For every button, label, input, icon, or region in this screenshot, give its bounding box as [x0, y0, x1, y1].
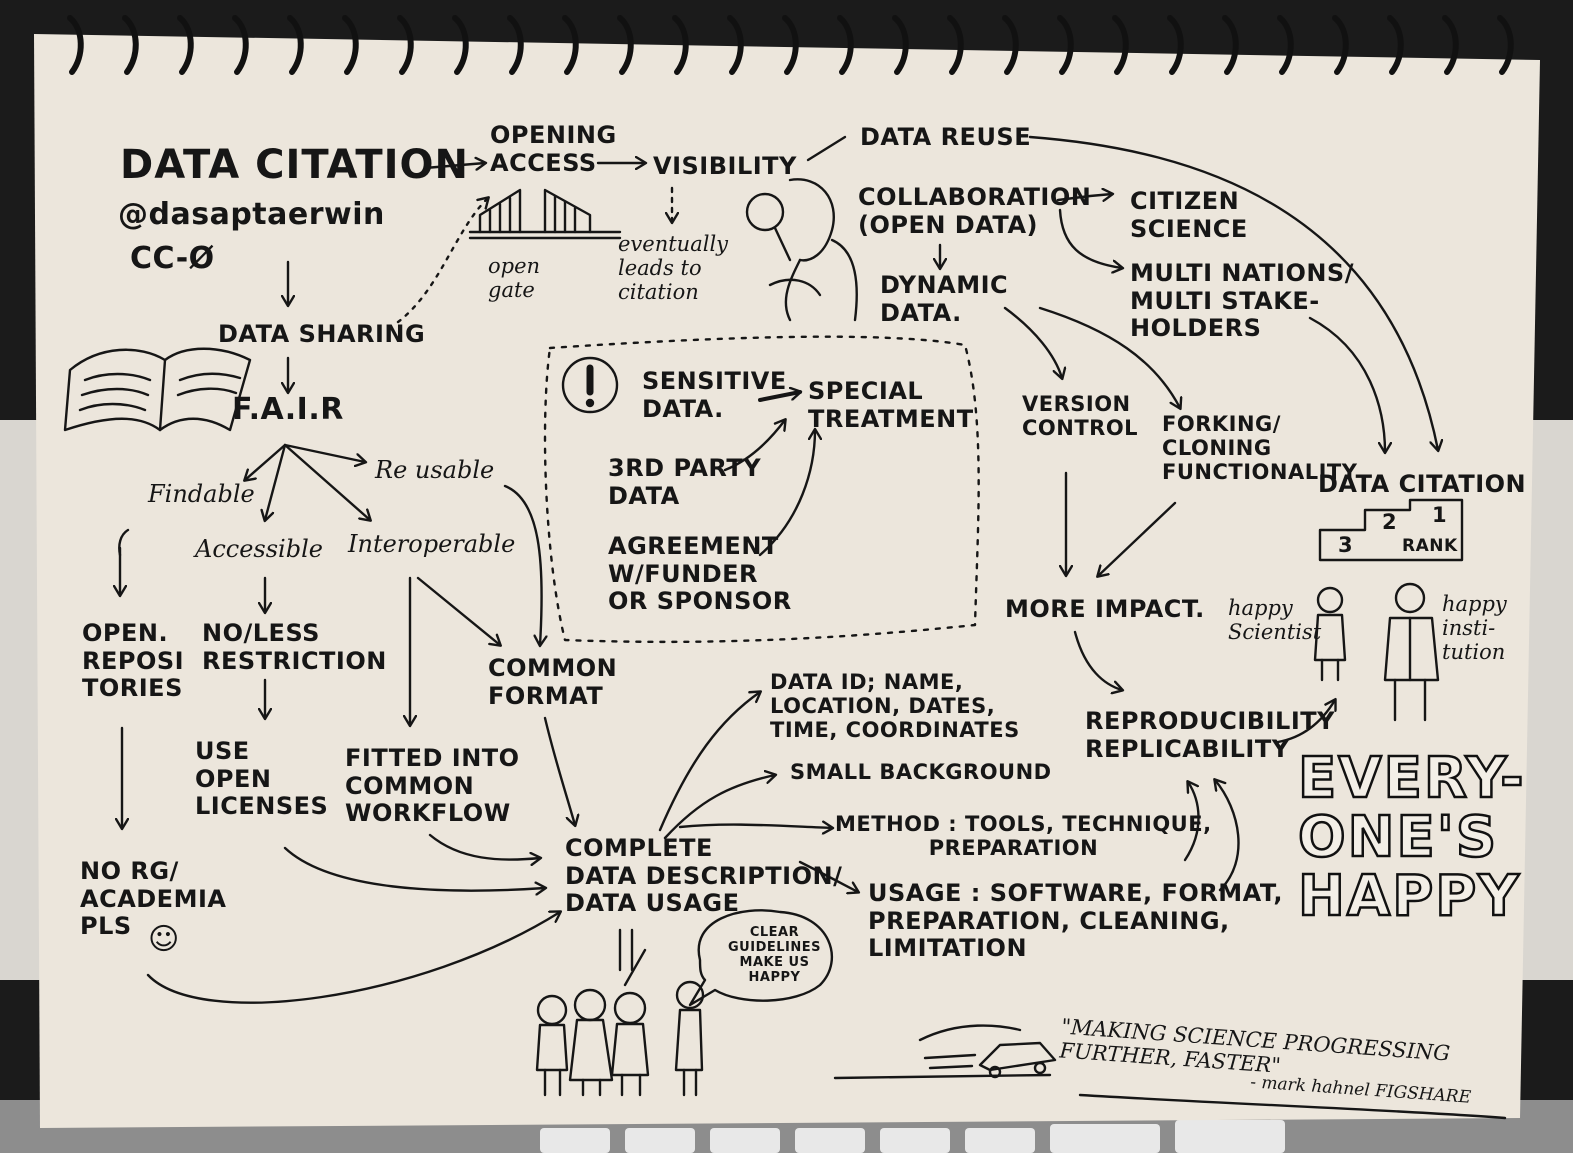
data-sharing-label: DATA SHARING [218, 320, 426, 348]
speech-bubble-text: CLEAR GUIDELINES MAKE US HAPPY [728, 925, 821, 985]
arrow-licenses-complete [283, 846, 545, 891]
data-citation-rank-label: DATA CITATION [1318, 470, 1527, 498]
common-format-label: COMMON FORMAT [488, 654, 618, 710]
arrow-complete-dataid [658, 692, 760, 832]
usage-label: USAGE : SOFTWARE, FORMAT, PREPARATION, C… [868, 879, 1283, 963]
multi-nations-label: MULTI NATIONS/ MULTI STAKE- HOLDERS [1130, 259, 1354, 343]
people-group-doodle [535, 980, 705, 1097]
complete-description-label: COMPLETE DATA DESCRIPTION/ DATA USAGE [565, 834, 843, 918]
speech-bubble [688, 909, 834, 1007]
arrow-agreement-special [758, 430, 815, 557]
arrow-fair-findable [245, 443, 287, 480]
collaboration-label: COLLABORATION (OPEN DATA) [858, 183, 1092, 239]
arrow-dynamic-version [1003, 306, 1062, 378]
rank-label: RANK [1402, 536, 1458, 556]
spiral-binding [67, 15, 1514, 75]
moving-car-doodle [833, 1024, 1057, 1080]
special-treatment-label: SPECIAL TREATMENT [808, 377, 974, 433]
citizen-science-label: CITIZEN SCIENCE [1130, 187, 1248, 243]
podium-1-label: 1 [1432, 503, 1448, 527]
agreement-label: AGREEMENT W/FUNDER OR SPONSOR [608, 532, 792, 616]
smile-icon: ☺ [148, 922, 180, 957]
data-id-label: DATA ID; NAME, LOCATION, DATES, TIME, CO… [770, 670, 1020, 743]
no-rg-academia-label: NO RG/ ACADEMIA PLS [80, 857, 227, 941]
open-repositories-label: OPEN. REPOSI TORIES [82, 619, 185, 703]
open-gate-label: open gate [488, 254, 541, 303]
dynamic-data-label: DYNAMIC DATA. [880, 271, 1009, 327]
forking-cloning-label: FORKING/ CLONING FUNCTIONALITY [1162, 412, 1358, 485]
no-less-restriction-label: NO/LESS RESTRICTION [202, 619, 387, 675]
arrow-fair-interop [283, 443, 370, 520]
arrow-title-to-access [423, 163, 485, 168]
arrow-norg-usage [146, 912, 560, 1004]
arrow-interop-format [416, 576, 500, 645]
arrow-repro-scientist [1276, 700, 1335, 744]
opening-access-label: OPENING ACCESS [490, 121, 617, 177]
more-impact-label: MORE IMPACT. [1005, 595, 1205, 623]
special-box-border [543, 335, 980, 644]
arrow-complete-usage [798, 860, 858, 892]
arrow-complete-background [663, 775, 775, 840]
scientist-magnifier-doodle [745, 178, 858, 322]
everyones-happy-label: EVERY- ONE'S HAPPY [1297, 746, 1526, 929]
author-handle: @dasaptaerwin [118, 197, 385, 232]
arrow-fair-accessible [265, 443, 287, 520]
title: DATA CITATION [120, 142, 470, 188]
small-background-label: SMALL BACKGROUND [790, 760, 1052, 784]
arrow-forking-impact [1098, 501, 1177, 576]
use-open-licenses-label: USE OPEN LICENSES [195, 737, 329, 821]
happy-scientist-label: happy Scientist [1228, 596, 1322, 645]
version-control-label: VERSION CONTROL [1022, 392, 1139, 441]
eventually-citation-label: eventually leads to citation [618, 232, 729, 305]
arrow-multi-citation [1308, 316, 1385, 452]
podium-3-label: 3 [1338, 533, 1354, 557]
arrow-collab-multi [1058, 208, 1122, 268]
reusable-label: Re usable [375, 456, 495, 484]
open-book-doodle [63, 347, 252, 432]
arrow-impact-repro [1073, 630, 1122, 690]
arrow-collab-citizen [1056, 194, 1112, 200]
arrow-usage-repro-1 [1215, 780, 1240, 892]
happy-institution-doodle [1383, 582, 1440, 722]
third-party-label: 3RD PARTY DATA [608, 454, 762, 510]
sensitive-data-label: SENSITIVE DATA. [642, 367, 787, 423]
arrow-fair-reusable [283, 443, 365, 462]
arrow-sensitive-special [758, 392, 800, 402]
arrow-dynamic-forking [1038, 306, 1180, 408]
podium-2-label: 2 [1382, 510, 1398, 534]
arrow-complete-method [678, 825, 832, 828]
arrow-complete-people-3 [623, 948, 647, 987]
arrow-reuse-to-citation [1028, 135, 1438, 450]
method-label: METHOD : TOOLS, TECHNIQUE, PREPARATION [835, 812, 1212, 861]
arrow-usage-repro-2 [1183, 782, 1200, 862]
arrow-format-complete [543, 716, 575, 825]
arrow-reuse-to-scientist [806, 135, 847, 162]
happy-institution-label: happy insti- tution [1442, 592, 1507, 665]
happy-scientist-doodle [1313, 586, 1347, 682]
podium-doodle [1318, 498, 1464, 562]
accessible-label: Accessible [195, 535, 323, 563]
license-label: CC-Ø [130, 241, 215, 276]
fitted-workflow-label: FITTED INTO COMMON WORKFLOW [345, 744, 520, 828]
warning-circle [561, 356, 619, 414]
fair-label: F.A.I.R [232, 392, 344, 427]
reproducibility-label: REPRODUCIBILITY REPLICABILITY [1085, 707, 1335, 763]
arrow-reusable-format [503, 484, 542, 645]
open-gate-doodle [468, 188, 622, 240]
quote-underline [1078, 1093, 1507, 1120]
findable-label: Findable [148, 480, 255, 508]
visibility-label: VISIBILITY [653, 152, 797, 180]
data-reuse-label: DATA REUSE [860, 123, 1032, 151]
interoperable-label: Interoperable [348, 530, 516, 558]
arrow-thirdparty-special [723, 420, 785, 472]
arrow-sharing-to-gate [396, 198, 488, 324]
arrow-fitted-complete [428, 833, 540, 860]
